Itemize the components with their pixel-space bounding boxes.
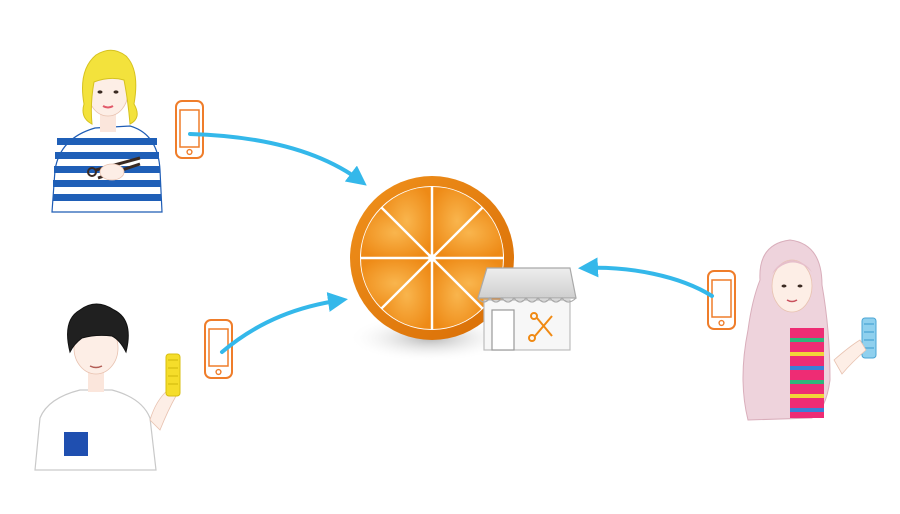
orange-segment xyxy=(361,259,430,308)
orange-icon xyxy=(348,176,514,362)
customer-right xyxy=(742,239,877,421)
orange-segment xyxy=(382,260,431,329)
orange-segment xyxy=(361,208,430,257)
comb-icon xyxy=(861,317,877,359)
orange-segment xyxy=(433,260,482,329)
orange-segment xyxy=(434,208,503,257)
striped-top xyxy=(790,328,824,418)
storefront-icon xyxy=(477,267,577,351)
comb-icon xyxy=(165,353,181,397)
scissors-icon xyxy=(528,312,553,342)
shop-door xyxy=(491,309,515,351)
blonde-hair xyxy=(82,49,138,125)
arrow-top-left-to-hub xyxy=(188,132,367,186)
arrow-right-to-shop xyxy=(578,257,714,298)
orange-segment xyxy=(382,187,431,256)
smartphone-icon xyxy=(204,319,233,379)
shop-awning xyxy=(477,267,577,299)
orange-segment xyxy=(433,187,482,256)
white-tshirt xyxy=(34,389,157,471)
black-hair xyxy=(67,303,129,354)
customer-bottom-left xyxy=(34,303,181,471)
customer-top-left xyxy=(51,49,163,213)
arrow-bottom-left-to-hub xyxy=(220,292,348,354)
smartphone-icon xyxy=(707,270,736,330)
shirt-pocket xyxy=(64,432,88,456)
smartphone-icon xyxy=(175,100,204,159)
